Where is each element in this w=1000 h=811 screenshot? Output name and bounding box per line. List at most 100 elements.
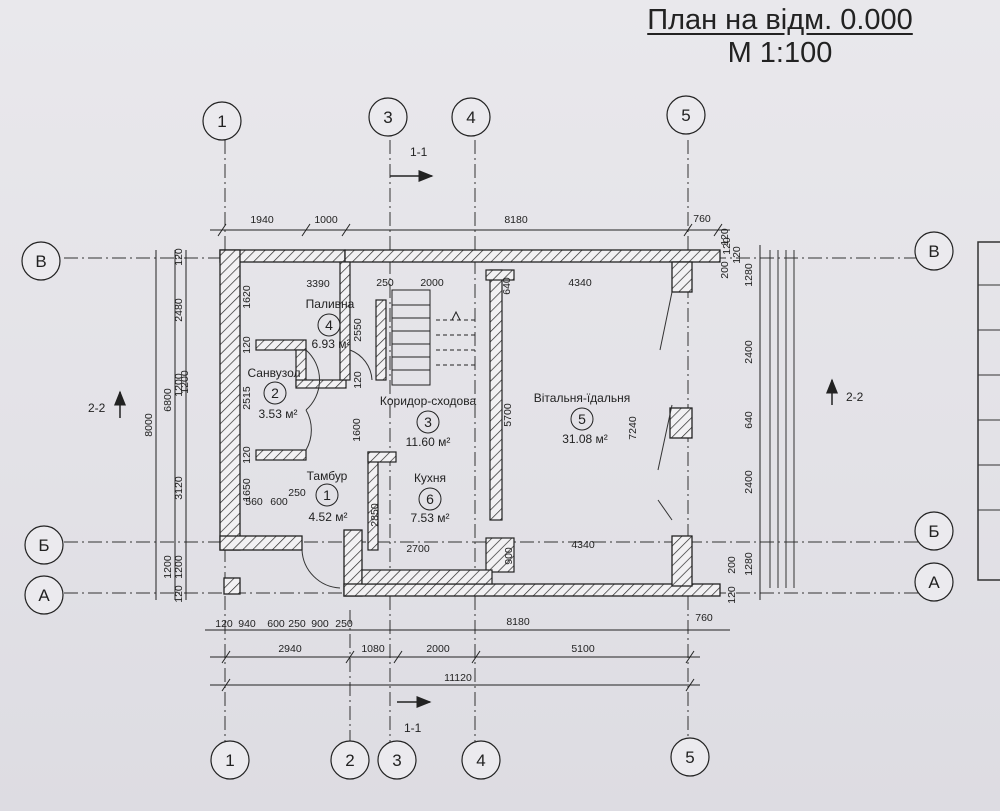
axis-bubble-a-right bbox=[914, 562, 954, 602]
dim-bot-900: 900 bbox=[311, 618, 329, 630]
dim-p-2550: 2550 bbox=[352, 318, 364, 342]
dim-rr-120b: 120 bbox=[726, 586, 738, 604]
dim-bot-600: 600 bbox=[267, 618, 285, 630]
dim-rr-2400b: 2400 bbox=[743, 470, 755, 494]
dim-bot-2940: 2940 bbox=[278, 643, 302, 655]
axis-label-a-left: А bbox=[38, 586, 50, 605]
dim-rr-640: 640 bbox=[743, 411, 755, 429]
axis-bubble-v-right bbox=[914, 231, 954, 271]
dim-bot-2000: 2000 bbox=[426, 643, 450, 655]
axis-label-5-top: 5 bbox=[681, 106, 690, 125]
dim-bot-940: 940 bbox=[238, 618, 256, 630]
dim-inner-120b: 120 bbox=[241, 446, 253, 464]
room-6-circle bbox=[418, 487, 442, 511]
door-swings bbox=[301, 291, 673, 589]
dim-bot-250b: 250 bbox=[335, 618, 353, 630]
room-6-name: Кухня bbox=[414, 471, 446, 485]
dim-inner-1650: 1650 bbox=[241, 478, 253, 502]
dim-top-120b: 120 bbox=[731, 246, 743, 264]
dim-in-640a: 640 bbox=[501, 277, 513, 295]
dim-inner-560: 560 bbox=[245, 496, 263, 508]
dim-in-2000: 2000 bbox=[420, 277, 444, 289]
section-2-2-right: 2-2 bbox=[846, 390, 864, 404]
dim-right-5700: 5700 bbox=[502, 403, 514, 427]
dim-p-120: 120 bbox=[352, 371, 364, 389]
right-windows bbox=[769, 250, 795, 588]
axis-bubble-3-bottom bbox=[377, 740, 417, 780]
axis-bubble-1-top bbox=[202, 101, 242, 141]
dim-top-1000: 1000 bbox=[314, 214, 338, 226]
dim-rr-200a: 200 bbox=[719, 261, 731, 279]
dim-inner-250: 250 bbox=[288, 487, 306, 499]
axis-label-a-right: А bbox=[928, 573, 940, 592]
room-6-area: 7.53 м² bbox=[411, 511, 450, 525]
dim-bot-5100: 5100 bbox=[571, 643, 595, 655]
axis-label-b-left: Б bbox=[38, 536, 49, 555]
dim-p-2850: 2850 bbox=[369, 503, 381, 527]
section-1-1-bottom: 1-1 bbox=[404, 721, 422, 735]
dim-inner-1200: 1200 bbox=[179, 370, 191, 394]
dim-right-7240: 7240 bbox=[627, 416, 639, 440]
dim-in-3390: 3390 bbox=[306, 278, 330, 290]
room-5-area: 31.08 м² bbox=[562, 432, 608, 446]
dim-left-3120: 3120 bbox=[173, 476, 185, 500]
stamp-frame bbox=[977, 241, 1000, 581]
dimension-lines bbox=[155, 223, 761, 692]
dim-p-1600: 1600 bbox=[351, 418, 363, 442]
axis-bubble-1-bottom bbox=[210, 740, 250, 780]
dim-left-1200b: 1200 bbox=[173, 555, 185, 579]
dim-inner-600: 600 bbox=[270, 496, 288, 508]
dim-left-1200a: 1200 bbox=[173, 373, 185, 397]
axis-label-4-top: 4 bbox=[466, 108, 475, 127]
axis-bubble-5-top bbox=[666, 95, 706, 135]
room-4-area: 6.93 м² bbox=[312, 337, 351, 351]
dim-left-120a: 120 bbox=[173, 248, 185, 266]
room-4-circle bbox=[317, 313, 341, 337]
dim-in-900: 900 bbox=[503, 547, 515, 565]
axis-label-2-bottom: 2 bbox=[345, 751, 354, 770]
axis-label-3-bottom: 3 bbox=[392, 751, 401, 770]
title-block: План на відм. 0.000 М 1:100 bbox=[630, 4, 930, 70]
dim-inner-120a: 120 bbox=[241, 336, 253, 354]
room-1-number: 1 bbox=[323, 487, 331, 503]
dim-rr-1280a: 1280 bbox=[743, 263, 755, 287]
section-1-1-top: 1-1 bbox=[410, 145, 428, 159]
dim-left-8000: 8000 bbox=[143, 413, 155, 437]
dim-inner-1620: 1620 bbox=[241, 285, 253, 309]
room-3-circle bbox=[416, 410, 440, 434]
room-2-number: 2 bbox=[271, 385, 279, 401]
room-5-number: 5 bbox=[578, 411, 586, 427]
axis-label-5-bottom: 5 bbox=[685, 748, 694, 767]
dim-rr-2400a: 2400 bbox=[743, 340, 755, 364]
room-5-circle bbox=[570, 407, 594, 431]
dim-in-2700: 2700 bbox=[406, 543, 430, 555]
dim-in-4340b: 4340 bbox=[571, 539, 595, 551]
room-6-number: 6 bbox=[426, 491, 434, 507]
axis-label-3-top: 3 bbox=[383, 108, 392, 127]
dim-left-6800: 6800 bbox=[162, 388, 174, 412]
dim-bot-760: 760 bbox=[695, 612, 713, 624]
dim-bot-1080: 1080 bbox=[361, 643, 385, 655]
axis-bubble-2-bottom bbox=[330, 740, 370, 780]
section-2-2-left: 2-2 bbox=[88, 401, 106, 415]
axis-bubble-a-left bbox=[24, 575, 64, 615]
dim-inner-2515: 2515 bbox=[241, 386, 253, 410]
room-1-area: 4.52 м² bbox=[309, 510, 348, 524]
dim-top-8180: 8180 bbox=[504, 214, 528, 226]
dim-in-4340a: 4340 bbox=[568, 277, 592, 289]
dim-bot-11120: 11120 bbox=[444, 672, 472, 684]
room-2-circle bbox=[263, 381, 287, 405]
exterior-walls bbox=[219, 249, 721, 597]
dim-bot-8180: 8180 bbox=[506, 616, 530, 628]
room-1-circle bbox=[315, 483, 339, 507]
dim-rr-200b: 200 bbox=[726, 556, 738, 574]
axis-bubble-v-left bbox=[21, 241, 61, 281]
dim-rr-1280b: 1280 bbox=[743, 552, 755, 576]
drawing-title: План на відм. 0.000 bbox=[647, 4, 913, 36]
dim-left-2480: 2480 bbox=[173, 298, 185, 322]
axis-bubble-b-left bbox=[24, 525, 64, 565]
axis-label-v-right: В bbox=[928, 242, 939, 261]
room-2-area: 3.53 м² bbox=[259, 407, 298, 421]
staircase bbox=[391, 289, 475, 386]
